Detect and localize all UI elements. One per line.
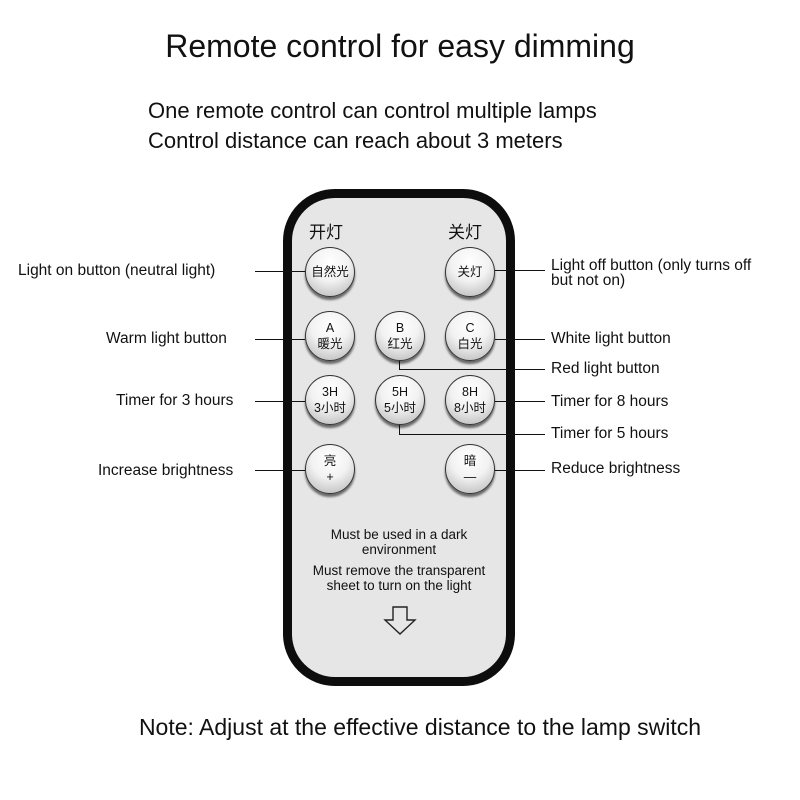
callout-white-light: White light button <box>551 330 671 347</box>
callout-line-reduce <box>495 470 545 471</box>
white-light-button[interactable]: C 白光 <box>445 311 495 361</box>
brightness-up-button-char: 亮 <box>323 454 337 468</box>
callout-light-off-line-2: but not on) <box>551 272 626 289</box>
warm-light-button[interactable]: A 暖光 <box>305 311 355 361</box>
timer-5h-button[interactable]: 5H 5小时 <box>375 375 425 425</box>
timer-3h-button-code: 3H <box>322 385 338 399</box>
callout-line-t3 <box>255 401 305 402</box>
notice-dark-line-2: environment <box>361 542 437 557</box>
callout-line-t5 <box>399 434 545 435</box>
label-light-on: 开灯 <box>309 223 343 242</box>
callout-line-white <box>495 339 545 340</box>
callout-timer-5h: Timer for 5 hours <box>551 425 669 442</box>
brightness-down-button-minus: — <box>463 470 477 484</box>
callout-line-warm <box>255 339 305 340</box>
light-off-button-label: 关灯 <box>457 265 483 279</box>
callout-warm-light: Warm light button <box>106 330 227 347</box>
natural-light-button-label: 自然光 <box>311 265 349 279</box>
timer-3h-button[interactable]: 3H 3小时 <box>305 375 355 425</box>
callout-line-light-on <box>255 271 305 272</box>
callout-line-increase <box>255 470 305 471</box>
callout-line-red <box>399 369 545 370</box>
callout-increase-brightness: Increase brightness <box>98 462 234 479</box>
callout-timer-3h: Timer for 3 hours <box>116 392 234 409</box>
warm-light-button-letter: A <box>325 321 335 335</box>
natural-light-button[interactable]: 自然光 <box>305 247 355 297</box>
down-arrow-icon <box>383 606 417 635</box>
callout-line-light-off <box>495 270 545 271</box>
notice-remove-sheet: Must remove the transparent sheet to tur… <box>283 563 515 593</box>
timer-5h-button-label: 5小时 <box>384 401 416 415</box>
subtitle-control-distance: Control distance can reach about 3 meter… <box>148 128 563 153</box>
page-title: Remote control for easy dimming <box>165 28 635 64</box>
timer-8h-button[interactable]: 8H 8小时 <box>445 375 495 425</box>
timer-5h-button-code: 5H <box>392 385 408 399</box>
timer-3h-button-label: 3小时 <box>314 401 346 415</box>
label-light-off: 关灯 <box>448 223 482 242</box>
subtitle-multiple-lamps: One remote control can control multiple … <box>148 98 597 123</box>
callout-light-on: Light on button (neutral light) <box>18 262 216 279</box>
light-off-button[interactable]: 关灯 <box>445 247 495 297</box>
brightness-up-button[interactable]: 亮 + <box>305 444 355 494</box>
callout-line-t8 <box>495 401 545 402</box>
callout-timer-8h: Timer for 8 hours <box>551 393 669 410</box>
red-light-button[interactable]: B 红光 <box>375 311 425 361</box>
brightness-down-button-char: 暗 <box>463 454 477 468</box>
callout-reduce-brightness: Reduce brightness <box>551 460 681 477</box>
white-light-button-letter: C <box>465 321 475 335</box>
callout-line-t5-vertical <box>399 425 400 434</box>
brightness-up-button-plus: + <box>326 470 334 484</box>
white-light-button-label: 白光 <box>457 337 483 351</box>
notice-dark-line-1: Must be used in a dark <box>330 527 468 542</box>
footer-note: Note: Adjust at the effective distance t… <box>138 714 702 740</box>
notice-dark-environment: Must be used in a dark environment <box>283 527 515 557</box>
brightness-down-button[interactable]: 暗 — <box>445 444 495 494</box>
warm-light-button-label: 暖光 <box>317 337 343 351</box>
callout-light-off-line-1: Light off button (only turns off <box>551 257 752 274</box>
red-light-button-letter: B <box>395 321 405 335</box>
timer-8h-button-label: 8小时 <box>454 401 486 415</box>
red-light-button-label: 红光 <box>387 337 413 351</box>
callout-light-off: Light off button (only turns off but not… <box>551 257 752 289</box>
callout-line-red-vertical <box>399 361 400 369</box>
callout-red-light: Red light button <box>551 360 660 377</box>
notice-sheet-line-2: sheet to turn on the light <box>326 578 472 593</box>
notice-sheet-line-1: Must remove the transparent <box>312 563 486 578</box>
timer-8h-button-code: 8H <box>462 385 478 399</box>
